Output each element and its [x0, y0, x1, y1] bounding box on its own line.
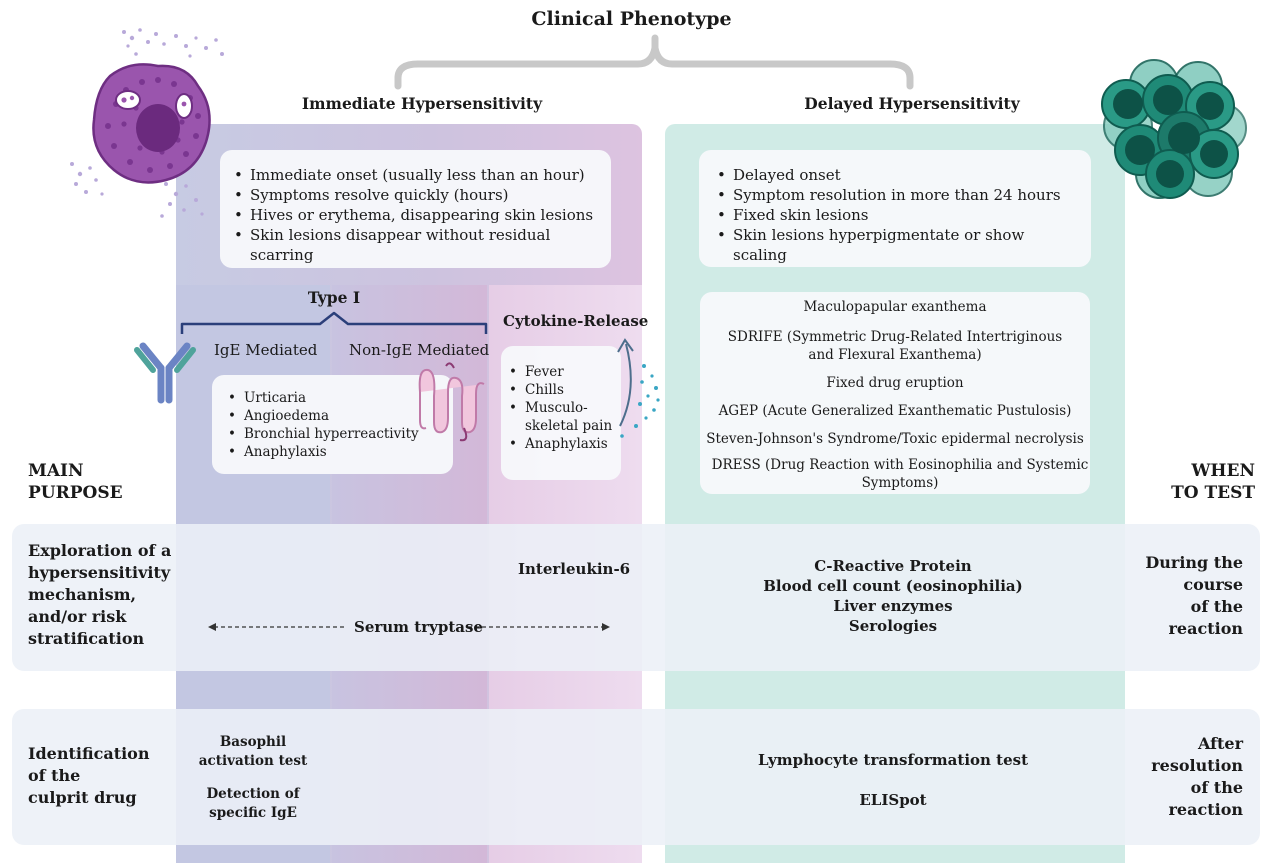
- symptom-item: Bronchial hyperreactivity: [228, 425, 441, 443]
- tryptase-arrow: [208, 623, 610, 631]
- ige-mediated-label: IgE Mediated: [214, 341, 318, 359]
- syndrome-item: Maculopapular exanthema: [803, 299, 987, 315]
- syndrome-item: AGEP (Acute Generalized Exanthematic Pus…: [718, 403, 1072, 419]
- serum-tryptase-test: Serum tryptase: [354, 618, 483, 636]
- feature-item: Delayed onset: [717, 165, 1077, 185]
- symptom-item: Angioedema: [228, 407, 441, 425]
- interleukin-6-test: Interleukin-6: [518, 560, 631, 578]
- test-item: C-Reactive Protein: [814, 557, 972, 575]
- symptom-item: Chills: [509, 381, 615, 399]
- feature-item: Immediate onset (usually less than an ho…: [234, 165, 597, 185]
- identification-row: [12, 709, 1260, 845]
- feature-item: Symptom resolution in more than 24 hours: [717, 185, 1077, 205]
- after-resolution-label: After resolution of the reaction: [1151, 734, 1243, 819]
- feature-item: Hives or erythema, disappearing skin les…: [234, 205, 597, 225]
- delayed-syndromes-box: Maculopapular exanthema SDRIFE (Symmetri…: [700, 292, 1090, 494]
- type-i-bracket: [180, 311, 488, 334]
- symptom-item: Anaphylaxis: [228, 443, 441, 461]
- main-purpose-label: MAIN PURPOSE: [28, 461, 123, 503]
- specific-ige-test: Detection of specific IgE: [206, 786, 300, 821]
- symptom-item: Musculo- skeletal pain: [509, 399, 615, 435]
- syndrome-item: Steven-Johnson's Syndrome/Toxic epiderma…: [706, 431, 1084, 447]
- syndrome-item: SDRIFE (Symmetric Drug-Related Intertrig…: [727, 329, 1063, 363]
- test-item: Serologies: [848, 617, 938, 635]
- phenotype-bracket: [394, 34, 914, 90]
- antibody-icon: [134, 342, 196, 404]
- feature-item: Skin lesions disappear without residual …: [234, 225, 597, 265]
- receptor-icon: [418, 362, 485, 442]
- exploration-purpose-text: Exploration of a hypersensitivity mechan…: [28, 541, 172, 648]
- cytokine-symptoms-list: Fever Chills Musculo- skeletal pain Anap…: [509, 363, 615, 453]
- feature-item: Skin lesions hyperpigmentate or show sca…: [717, 225, 1077, 265]
- test-item: Liver enzymes: [833, 597, 953, 615]
- test-item: Blood cell count (eosinophilia): [763, 577, 1023, 595]
- syndrome-item: Fixed drug eruption: [826, 375, 964, 391]
- type-i-symptoms-list: Urticaria Angioedema Bronchial hyperreac…: [228, 389, 441, 461]
- basophil-activation-test: Basophil activation test: [198, 734, 308, 769]
- feature-item: Fixed skin lesions: [717, 205, 1077, 225]
- cytokine-symptoms-box: Fever Chills Musculo- skeletal pain Anap…: [501, 346, 621, 480]
- feature-item: Symptoms resolve quickly (hours): [234, 185, 597, 205]
- mast-cell-icon: [70, 28, 224, 218]
- during-reaction-label: During the course of the reaction: [1145, 553, 1243, 638]
- type-i-label: Type I: [307, 288, 361, 307]
- symptom-item: Fever: [509, 363, 615, 381]
- lymphocyte-transformation-test: Lymphocyte transformation test: [758, 751, 1028, 769]
- immediate-features-list: Immediate onset (usually less than an ho…: [234, 165, 597, 265]
- cytokine-release-arrow-icon: [617, 338, 660, 438]
- page-title: Clinical Phenotype: [531, 8, 732, 30]
- exploration-row: [12, 524, 1260, 671]
- delayed-exploration-tests: C-Reactive Protein Blood cell count (eos…: [740, 556, 1046, 636]
- identification-purpose-text: Identification of the culprit drug: [28, 744, 150, 807]
- immediate-header: Immediate Hypersensitivity: [301, 94, 543, 113]
- immediate-features-box: Immediate onset (usually less than an ho…: [220, 150, 611, 268]
- delayed-features-box: Delayed onset Symptom resolution in more…: [699, 150, 1091, 267]
- delayed-header: Delayed Hypersensitivity: [804, 94, 1020, 113]
- non-ige-mediated-label: Non-IgE Mediated: [349, 341, 490, 359]
- elispot-test: ELISpot: [859, 791, 927, 809]
- when-to-test-label: WHEN TO TEST: [1171, 461, 1255, 503]
- cytokine-release-label: Cytokine-Release: [503, 312, 649, 330]
- syndrome-item: DRESS (Drug Reaction with Eosinophilia a…: [711, 457, 1089, 491]
- symptom-item: Urticaria: [228, 389, 441, 407]
- type-i-symptoms-box: Urticaria Angioedema Bronchial hyperreac…: [212, 375, 453, 474]
- t-cell-cluster-icon: [1101, 59, 1247, 199]
- delayed-features-list: Delayed onset Symptom resolution in more…: [717, 165, 1077, 265]
- symptom-item: Anaphylaxis: [509, 435, 615, 453]
